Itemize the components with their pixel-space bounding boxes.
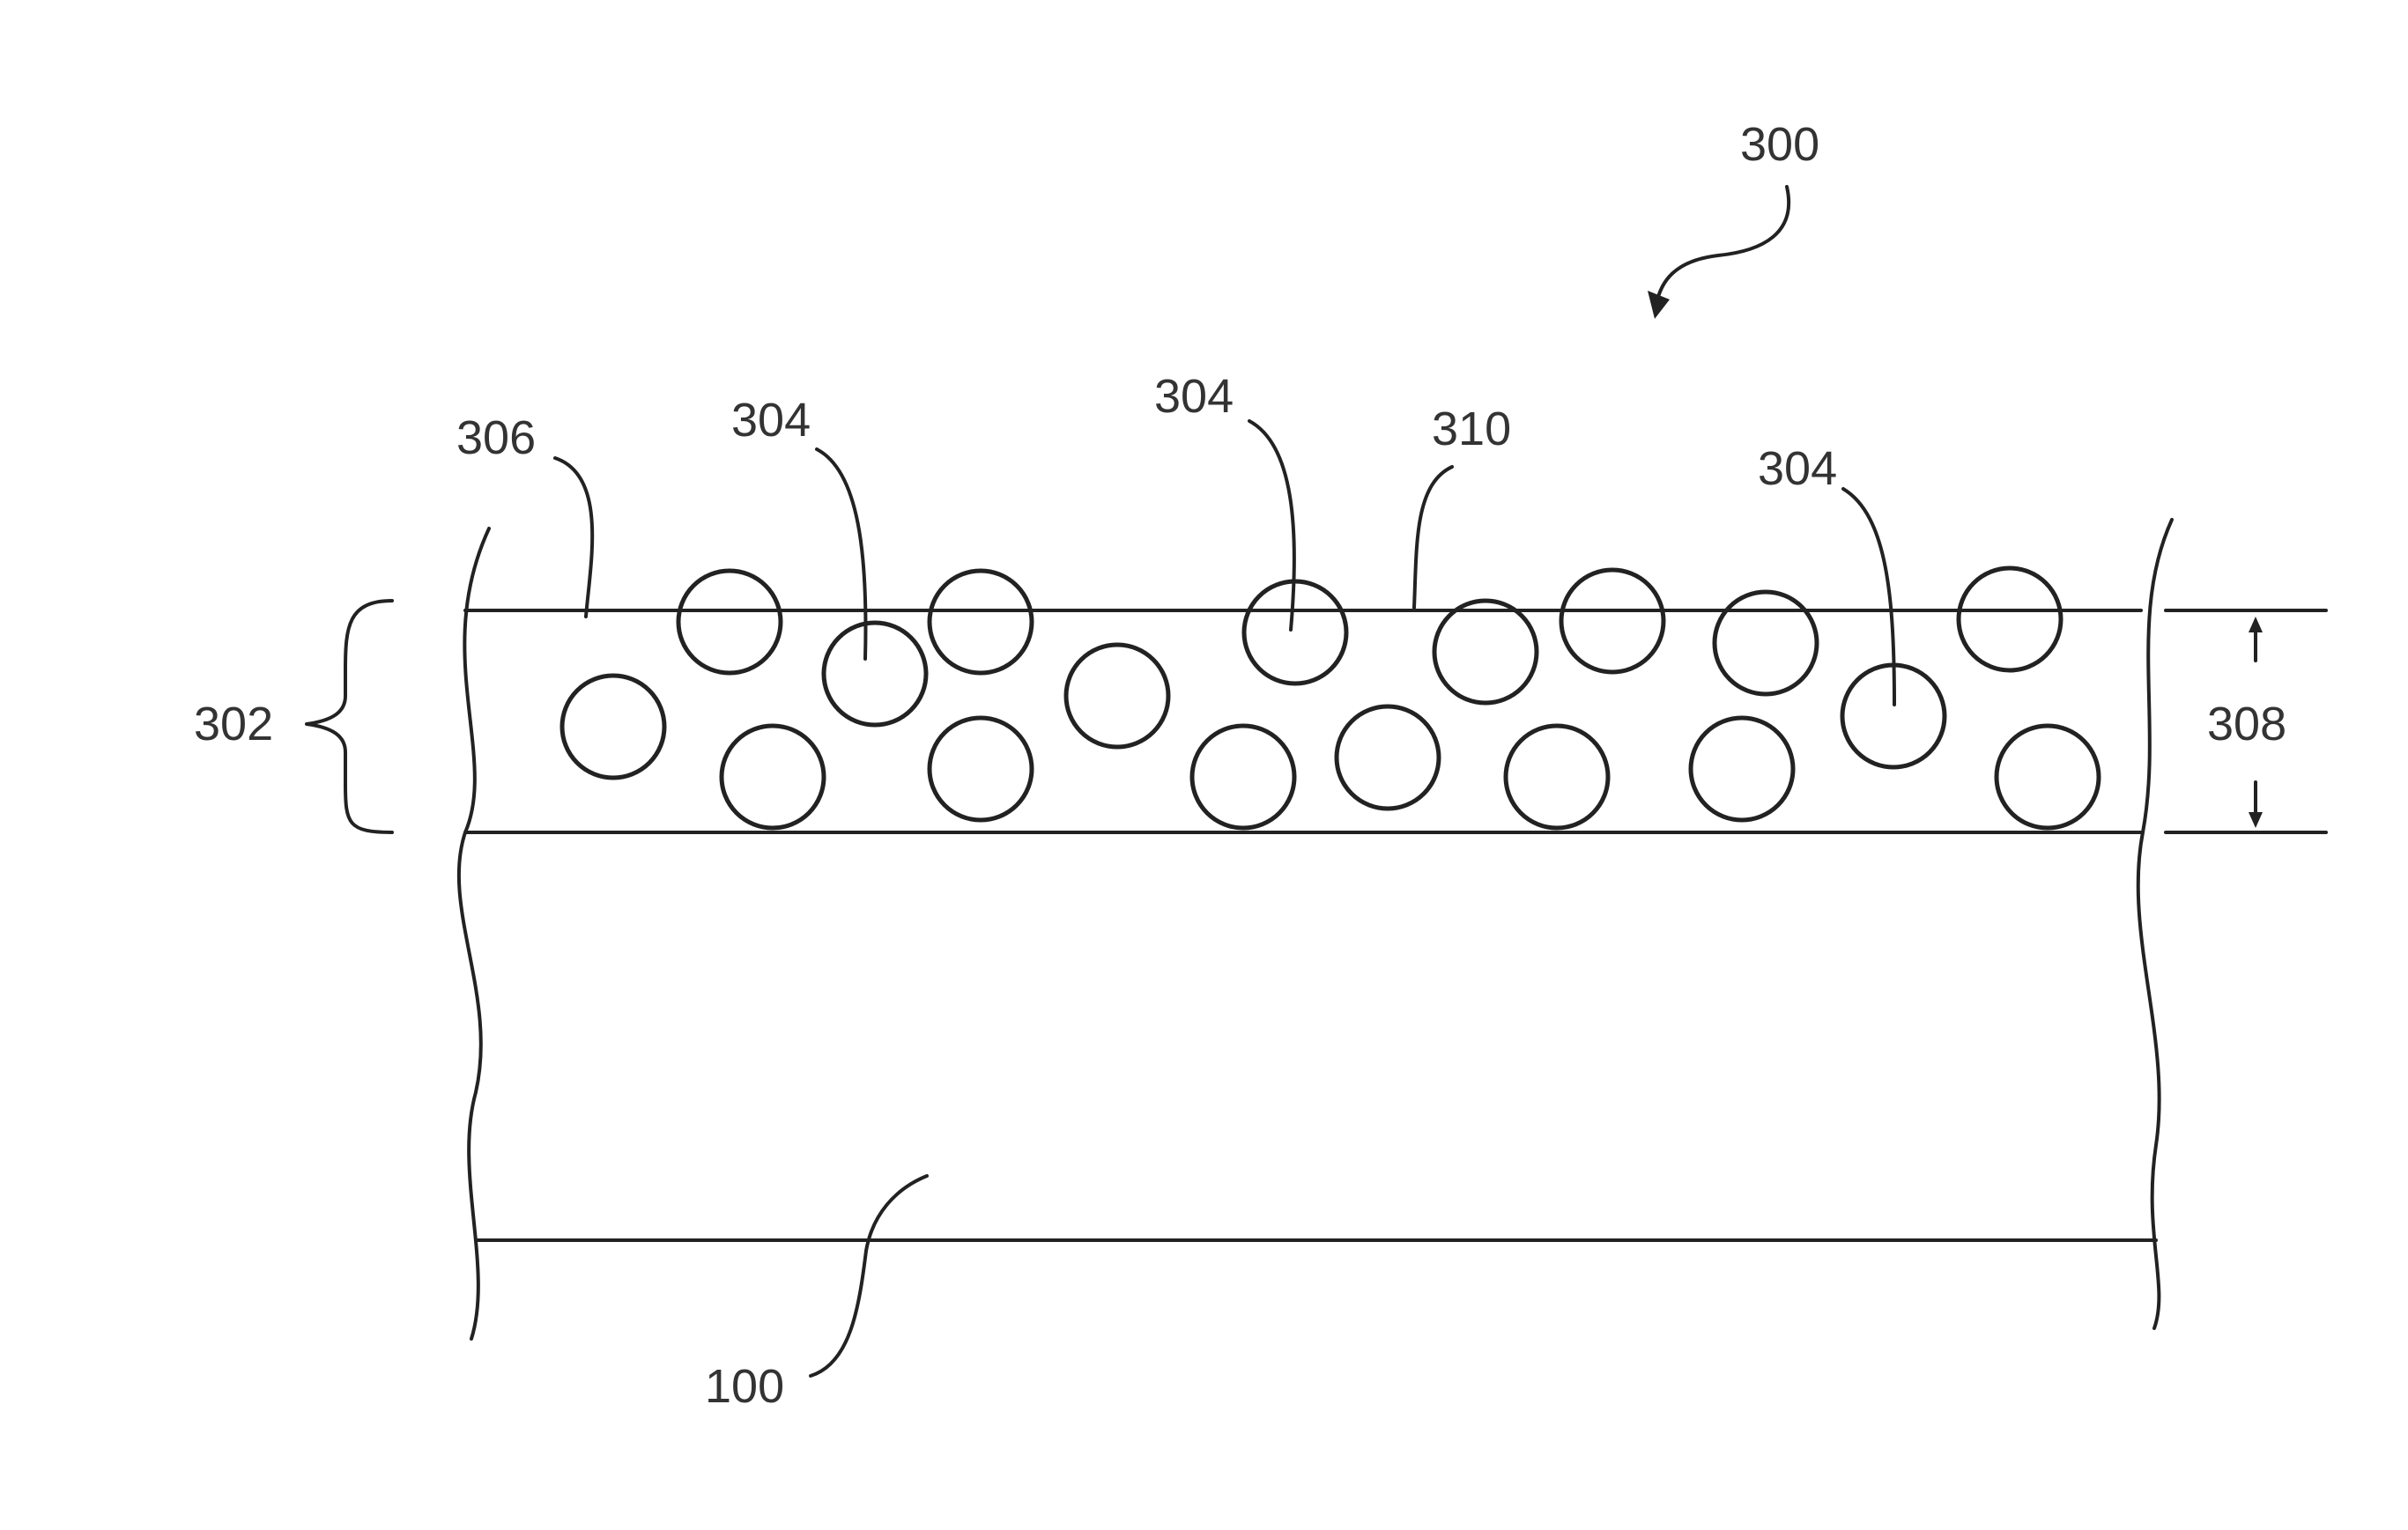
label-304-right: 304	[1758, 442, 1837, 495]
particle	[1506, 726, 1608, 828]
label-302: 302	[194, 698, 273, 750]
particle	[930, 718, 1032, 820]
particle	[1691, 718, 1793, 820]
break-lines	[459, 520, 2172, 1339]
particle	[824, 623, 926, 725]
label-300: 300	[1740, 118, 1819, 171]
particle	[1337, 706, 1439, 809]
right-break-line	[2138, 520, 2172, 1328]
particle	[1192, 726, 1294, 828]
particle	[1066, 645, 1168, 747]
label-304-left: 304	[731, 394, 811, 447]
label-304-center: 304	[1154, 370, 1234, 423]
left-break-line	[459, 528, 489, 1339]
particle	[678, 571, 781, 673]
reference-labels: 300 306 304 304 310 304 302 308 100	[194, 118, 2286, 1413]
particles	[562, 568, 2099, 828]
leader-310	[1414, 467, 1452, 608]
leader-300	[1656, 187, 1789, 304]
label-308: 308	[2207, 698, 2286, 750]
leader-306	[555, 458, 592, 617]
coating-layer-brace	[307, 601, 392, 832]
label-310: 310	[1432, 403, 1511, 455]
particle	[1715, 592, 1817, 694]
particle	[1959, 568, 2061, 670]
particle	[722, 726, 824, 828]
particle	[1561, 570, 1663, 672]
particle	[562, 676, 664, 778]
label-100: 100	[705, 1360, 784, 1413]
label-306: 306	[456, 411, 536, 464]
particle	[930, 571, 1032, 673]
leader-100	[811, 1176, 927, 1376]
particle	[1434, 601, 1537, 703]
thickness-arrowhead-bottom	[2249, 812, 2263, 828]
particle	[1244, 581, 1346, 684]
particle	[1997, 726, 2099, 828]
thickness-arrowhead-top	[2249, 617, 2263, 632]
